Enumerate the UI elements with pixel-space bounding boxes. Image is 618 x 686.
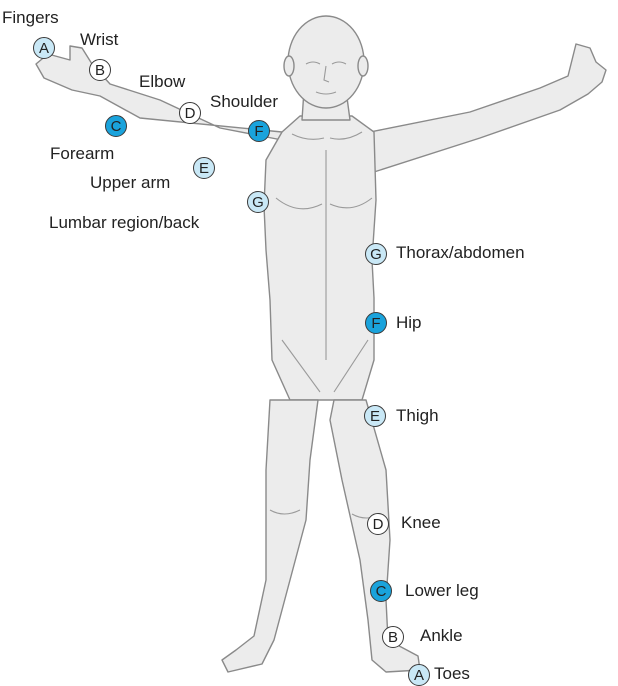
hip-marker-letter: F (371, 316, 380, 331)
ankle-marker-letter: B (388, 630, 398, 645)
upper-arm-marker: E (193, 157, 215, 179)
torso-shape (264, 116, 376, 400)
lower-leg-marker: C (370, 580, 392, 602)
hip-label: Hip (396, 313, 422, 333)
right-ear-shape (358, 56, 368, 76)
left-ear-shape (284, 56, 294, 76)
upper-arm-label: Upper arm (90, 173, 170, 193)
lower-leg-marker-letter: C (376, 584, 387, 599)
lumbar-marker-letter: G (252, 195, 264, 210)
elbow-marker-letter: D (185, 106, 196, 121)
thigh-marker: E (364, 405, 386, 427)
lumbar-label: Lumbar region/back (49, 213, 199, 233)
knee-marker-letter: D (373, 517, 384, 532)
shoulder-label: Shoulder (210, 92, 278, 112)
thigh-label: Thigh (396, 406, 439, 426)
lower-leg-label: Lower leg (405, 581, 479, 601)
toes-label: Toes (434, 664, 470, 684)
forearm-marker-letter: C (111, 119, 122, 134)
fingers-marker: A (33, 37, 55, 59)
elbow-marker: D (179, 102, 201, 124)
elbow-label: Elbow (139, 72, 185, 92)
knee-label: Knee (401, 513, 441, 533)
toes-marker-letter: A (414, 668, 424, 683)
shoulder-marker: F (248, 120, 270, 142)
ankle-label: Ankle (420, 626, 463, 646)
upper-arm-marker-letter: E (199, 161, 209, 176)
wrist-marker-letter: B (95, 63, 105, 78)
thorax-marker-letter: G (370, 247, 382, 262)
forearm-label: Forearm (50, 144, 114, 164)
hip-marker: F (365, 312, 387, 334)
fingers-marker-letter: A (39, 41, 49, 56)
fingers-label: Fingers (2, 8, 59, 28)
forearm-marker: C (105, 115, 127, 137)
ankle-marker: B (382, 626, 404, 648)
wrist-marker: B (89, 59, 111, 81)
thorax-marker: G (365, 243, 387, 265)
right-leg-shape (330, 400, 420, 672)
lumbar-marker: G (247, 191, 269, 213)
shoulder-marker-letter: F (254, 124, 263, 139)
wrist-label: Wrist (80, 30, 118, 50)
toes-marker: A (408, 664, 430, 686)
thorax-label: Thorax/abdomen (396, 243, 525, 263)
right-arm-shape (370, 44, 606, 172)
knee-marker: D (367, 513, 389, 535)
left-leg-shape (222, 400, 318, 672)
thigh-marker-letter: E (370, 409, 380, 424)
